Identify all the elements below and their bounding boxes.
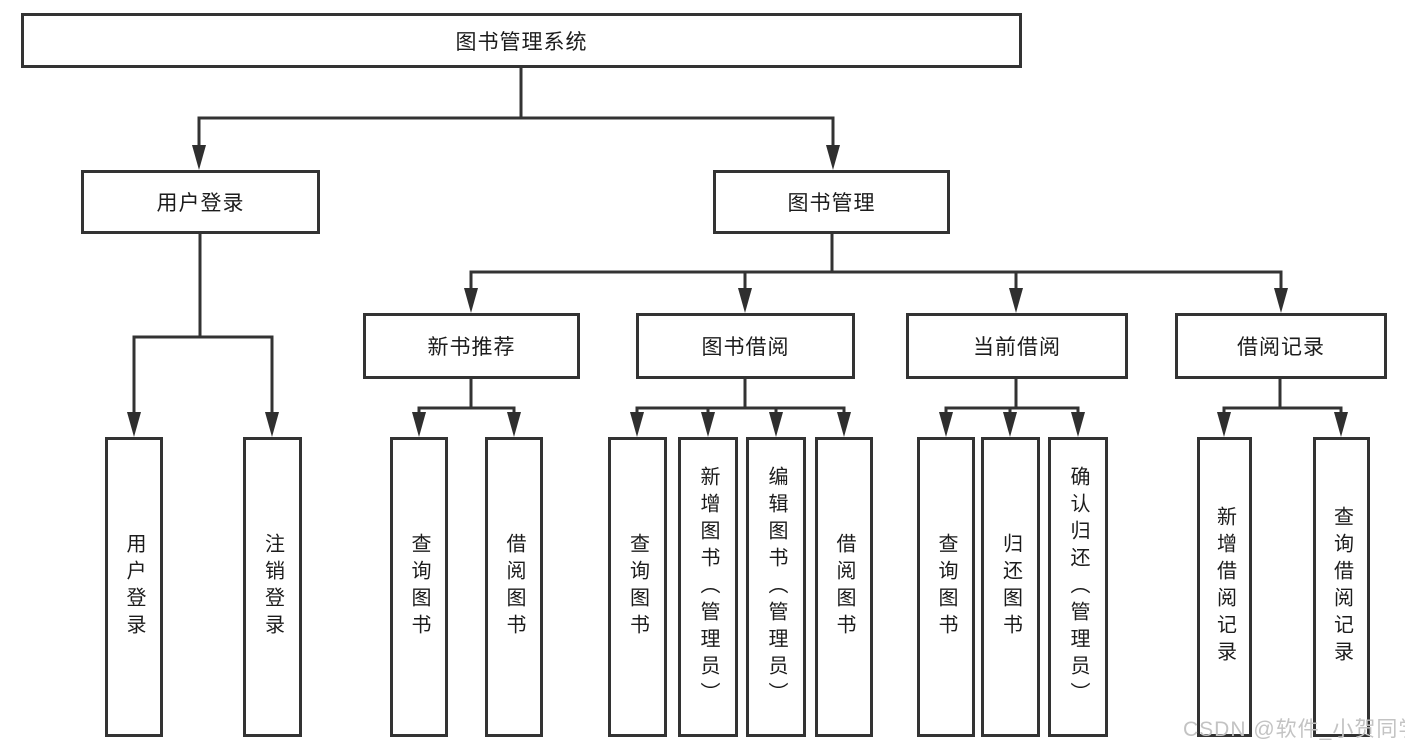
leaf-edit-books-admin: 编辑图书（管理员） [746, 437, 806, 737]
arrow-down-icon [630, 412, 644, 437]
arrow-down-icon [1274, 288, 1288, 313]
connector-currentborrow-bar [944, 406, 1080, 420]
leaf-query-books-3: 查询图书 [917, 437, 975, 737]
node-root-library-system: 图书管理系统 [21, 13, 1022, 68]
arrow-down-icon [939, 412, 953, 437]
arrow-down-icon [412, 412, 426, 437]
node-current-borrow: 当前借阅 [906, 313, 1128, 379]
node-book-management: 图书管理 [713, 170, 950, 234]
arrow-down-icon [1009, 288, 1023, 313]
leaf-query-borrow-record: 查询借阅记录 [1313, 437, 1370, 737]
arrow-down-icon [1003, 412, 1017, 437]
arrow-down-icon [507, 412, 521, 437]
arrow-down-icon [1334, 412, 1348, 437]
csdn-watermark: CSDN @软件_小贺同学 [1183, 718, 1405, 741]
connector-level3-bar [469, 270, 1283, 295]
arrow-down-icon [826, 145, 840, 170]
arrow-down-icon [127, 412, 141, 437]
arrow-down-icon [701, 412, 715, 437]
arrow-down-icon [192, 145, 206, 170]
arrow-down-icon [464, 288, 478, 313]
leaf-user-login: 用户登录 [105, 437, 163, 737]
connector-level2-bar [197, 116, 835, 151]
arrow-down-icon [769, 412, 783, 437]
leaf-return-books: 归还图书 [981, 437, 1040, 737]
node-new-book-recommend: 新书推荐 [363, 313, 580, 379]
leaf-add-borrow-record: 新增借阅记录 [1197, 437, 1252, 737]
node-book-borrow: 图书借阅 [636, 313, 855, 379]
arrow-down-icon [1071, 412, 1085, 437]
leaf-query-books-2: 查询图书 [608, 437, 667, 737]
connector-newbook-bar [417, 406, 516, 420]
node-user-login: 用户登录 [81, 170, 320, 234]
leaf-logout: 注销登录 [243, 437, 302, 737]
leaf-query-books-1: 查询图书 [390, 437, 448, 737]
arrow-down-icon [1217, 412, 1231, 437]
connector-bookborrow-bar [635, 406, 846, 420]
arrow-down-icon [738, 288, 752, 313]
node-borrow-record: 借阅记录 [1175, 313, 1387, 379]
arrow-down-icon [265, 412, 279, 437]
connector-borrowrecord-bar [1222, 406, 1343, 420]
leaf-borrow-books-1: 借阅图书 [485, 437, 543, 737]
leaf-add-books-admin: 新增图书（管理员） [678, 437, 738, 737]
connector-userlogin-bar [132, 335, 274, 419]
leaf-borrow-books-2: 借阅图书 [815, 437, 873, 737]
arrow-down-icon [837, 412, 851, 437]
leaf-confirm-return-admin: 确认归还（管理员） [1048, 437, 1108, 737]
